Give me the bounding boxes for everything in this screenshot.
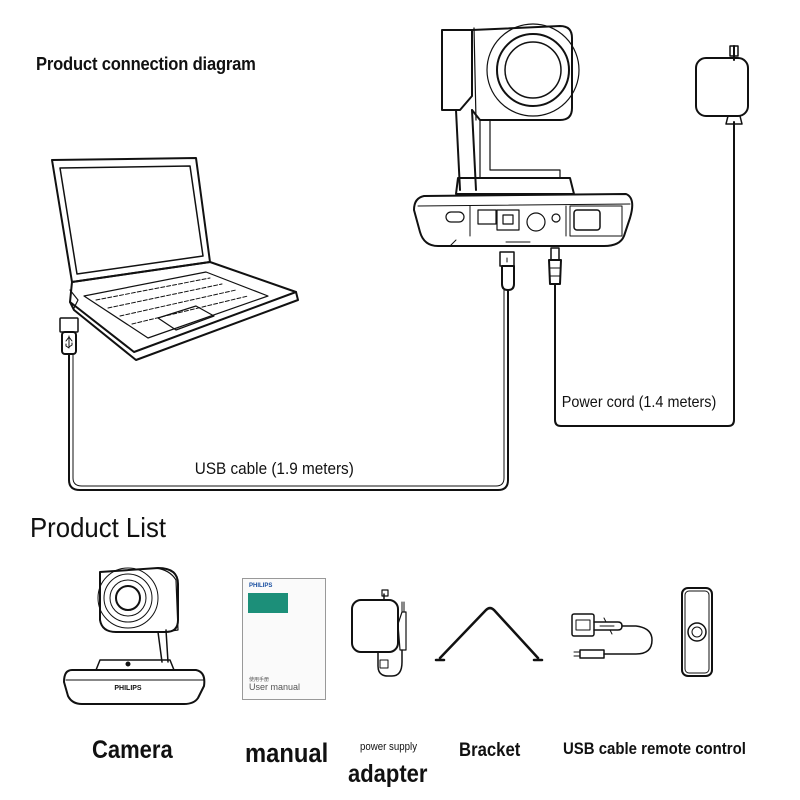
caption-usb-remote: USB cable remote control (563, 739, 746, 758)
caption-adapter: adapter (348, 760, 428, 788)
camera-product-icon (63, 567, 206, 705)
laptop-usb-plug (59, 317, 79, 355)
caption-camera: Camera (92, 736, 173, 764)
usb-cable-label: USB cable (1.9 meters) (193, 459, 356, 479)
power-adapter-icon (695, 45, 749, 125)
remote-control-icon (681, 587, 713, 677)
manual-booklet: PHILIPS 使用手册 User manual (242, 578, 326, 700)
adapter-product-icon (351, 589, 407, 677)
power-cord (554, 121, 735, 427)
caption-manual: manual (245, 738, 329, 768)
manual-cover-title: User manual (249, 682, 301, 692)
camera-brand-text: PHILIPS (114, 685, 142, 692)
caption-bracket: Bracket (459, 740, 521, 761)
camera-icon (413, 23, 634, 247)
diagram-title: Product connection diagram (36, 54, 256, 74)
camera-usb-plug (499, 251, 515, 291)
laptop-icon (51, 157, 299, 361)
manual-cover-band (248, 593, 288, 613)
caption-power-supply: power supply (360, 741, 418, 753)
product-list-heading: Product List (30, 512, 167, 543)
usb-cable-icon (571, 613, 653, 659)
power-cord-label: Power cord (1.4 meters) (560, 394, 719, 412)
power-plug (548, 247, 562, 285)
manual-brand: PHILIPS (249, 583, 273, 589)
bracket-icon (434, 606, 544, 662)
usb-cable (68, 289, 509, 491)
manual-cn-text: 使用手册 (249, 677, 270, 683)
